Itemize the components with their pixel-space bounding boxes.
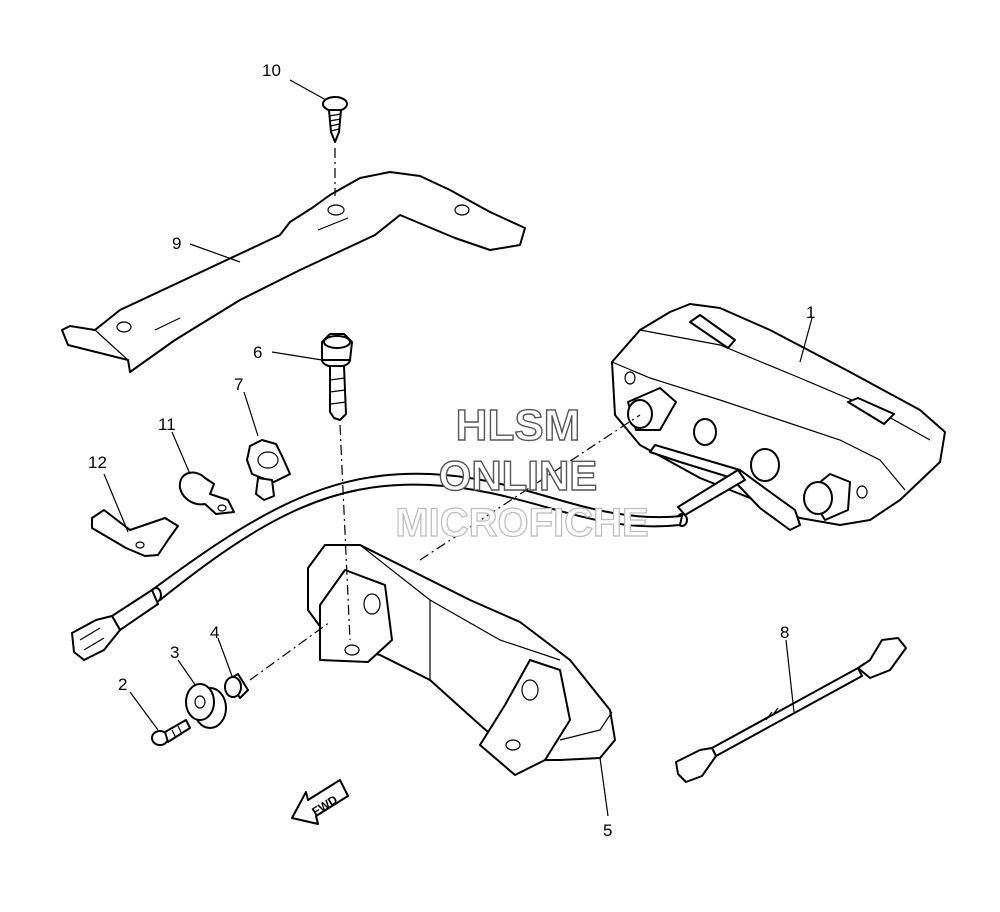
callout-8: 8 <box>780 623 789 642</box>
part-8-sub-harness <box>675 637 907 783</box>
part-11-clamp <box>178 471 235 515</box>
part-10-screw <box>322 96 348 143</box>
leader-lines <box>103 79 813 817</box>
part-2-screw <box>151 719 191 746</box>
watermark-line2: ONLINE <box>439 452 598 499</box>
callout-7: 7 <box>234 375 243 394</box>
part-6-bolt <box>321 333 353 421</box>
part-7-clip <box>246 439 291 501</box>
watermark-line3: MICROFICHE <box>395 501 648 545</box>
part-3-grommet <box>185 683 227 729</box>
callout-6: 6 <box>253 343 262 362</box>
fwd-direction-arrow: FWD <box>291 779 349 825</box>
callout-labels: 1 2 3 4 5 6 7 8 9 10 11 12 <box>88 61 815 840</box>
part-12-bracket <box>91 509 179 557</box>
callout-2: 2 <box>118 675 127 694</box>
assembly-lines <box>249 148 641 681</box>
wire-harness <box>71 472 683 661</box>
callout-12: 12 <box>88 453 107 472</box>
callout-10: 10 <box>262 61 281 80</box>
callout-9: 9 <box>172 234 181 253</box>
watermark-line1: HLSM <box>456 401 581 450</box>
callout-11: 11 <box>158 415 176 434</box>
callout-3: 3 <box>170 643 179 662</box>
callout-5: 5 <box>603 821 612 840</box>
part-9-bracket <box>61 171 526 373</box>
part-5-housing <box>307 544 616 776</box>
callout-1: 1 <box>806 303 815 322</box>
part-4-collar <box>224 673 249 699</box>
callout-4: 4 <box>210 623 219 642</box>
watermark: HLSM ONLINE MICROFICHE <box>395 400 650 545</box>
part-1-tail-light <box>611 303 946 531</box>
